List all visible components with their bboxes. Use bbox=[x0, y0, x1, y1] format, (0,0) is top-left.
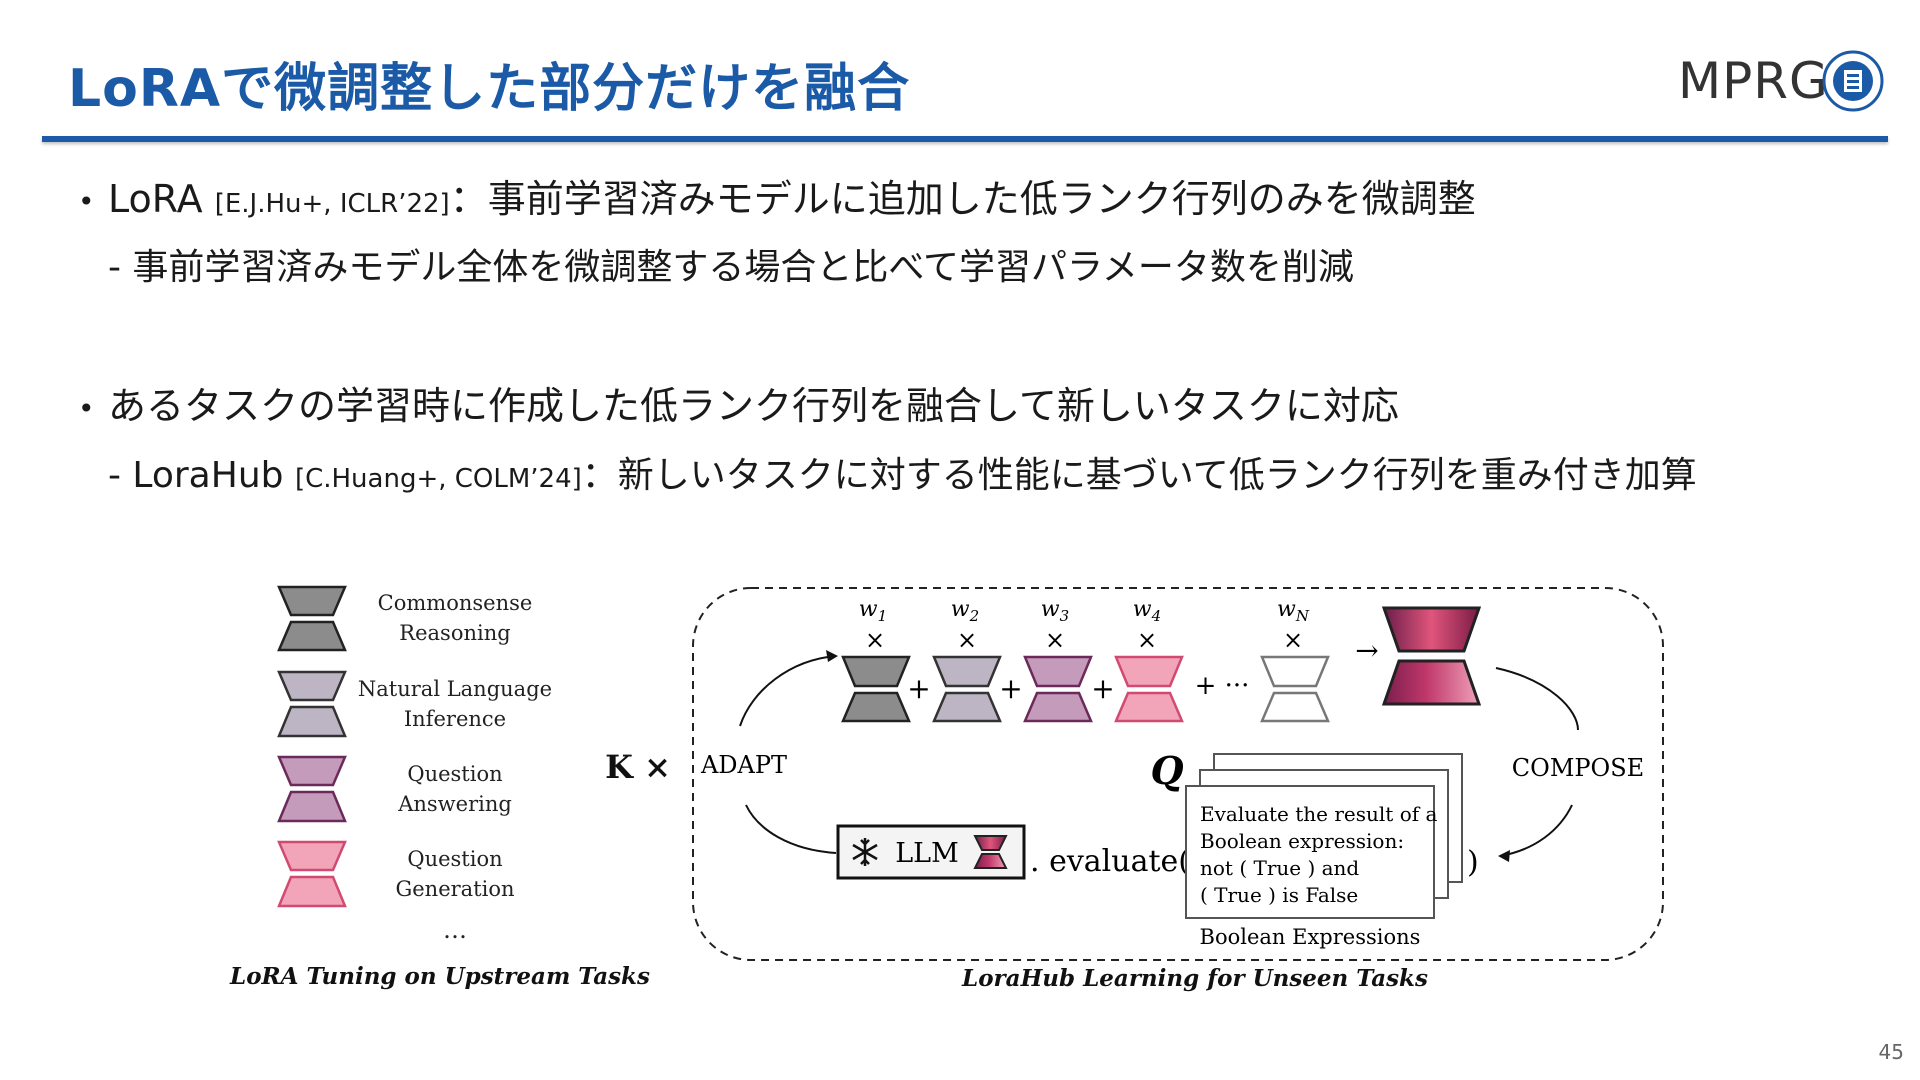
module-N bbox=[1260, 655, 1330, 723]
task-label-nli-1: Natural Language bbox=[358, 677, 552, 701]
task-label-qa-2: Answering bbox=[397, 792, 512, 816]
times-1: × bbox=[865, 626, 885, 654]
composed-module bbox=[1381, 606, 1482, 706]
title-underline bbox=[42, 136, 1888, 142]
compose-arrow: → bbox=[1355, 634, 1378, 667]
weight-w1: w1 bbox=[859, 597, 887, 625]
module-row: + + + + ··· → bbox=[841, 606, 1482, 723]
module-1 bbox=[841, 655, 911, 723]
times-N: × bbox=[1283, 626, 1303, 654]
module-2 bbox=[932, 655, 1002, 723]
card-line-3: not ( True ) and bbox=[1200, 856, 1359, 880]
weight-w4: w4 bbox=[1133, 597, 1161, 625]
k-times-label: K × bbox=[605, 748, 671, 786]
bullet-2-sub: - LoraHub [C.Huang+, COLM’24]：新しいタスクに対する… bbox=[108, 455, 1697, 496]
right-caption: LoraHub Learning for Unseen Tasks bbox=[961, 965, 1428, 992]
unseen-tasks-box bbox=[692, 587, 1664, 961]
module-4 bbox=[1114, 655, 1184, 723]
compose-arrow-right bbox=[1495, 667, 1579, 731]
times-2: × bbox=[957, 626, 977, 654]
times-4: × bbox=[1137, 626, 1157, 654]
task-module-commonsense bbox=[277, 585, 347, 652]
compose-label: COMPOSE bbox=[1512, 754, 1644, 782]
card-caption: Boolean Expressions bbox=[1200, 925, 1421, 949]
compose-arrow-back bbox=[1499, 804, 1573, 857]
task-module-nli bbox=[277, 670, 347, 738]
task-label-commonsense-1: Commonsense bbox=[378, 591, 533, 615]
plus-dots: + ··· bbox=[1195, 671, 1250, 701]
page-number: 45 bbox=[1878, 1040, 1904, 1064]
weight-wN: wN bbox=[1277, 597, 1310, 625]
citation-hu: [E.J.Hu+, ICLR’22] bbox=[214, 189, 450, 219]
bullet-1: •LoRA [E.J.Hu+, ICLR’22]：事前学習済みモデルに追加した低… bbox=[78, 177, 1476, 221]
task-label-nli-2: Inference bbox=[404, 707, 506, 731]
task-label-qa-1: Question bbox=[407, 762, 502, 786]
mini-lora-icon bbox=[973, 835, 1008, 869]
evaluate-text: . evaluate( bbox=[1030, 844, 1190, 879]
snowflake-icon bbox=[852, 838, 878, 866]
plus-2: + bbox=[999, 672, 1022, 705]
weights-row: w1 w2 w3 w4 wN × × × × × bbox=[859, 597, 1310, 654]
card-line-4: ( True ) is False bbox=[1200, 883, 1358, 907]
q-label: Q bbox=[1150, 748, 1183, 793]
close-paren: ) bbox=[1467, 845, 1479, 880]
task-module-qa bbox=[277, 755, 347, 823]
weight-w2: w2 bbox=[951, 597, 979, 625]
example-cards: Evaluate the result of a Boolean express… bbox=[1185, 753, 1463, 919]
plus-1: + bbox=[907, 672, 930, 705]
bullet-2: •あるタスクの学習時に作成した低ランク行列を融合して新しいタスクに対応 bbox=[78, 384, 1399, 428]
weight-w3: w3 bbox=[1041, 597, 1069, 625]
task-label-qg-1: Question bbox=[407, 847, 502, 871]
adapt-arrow-head bbox=[826, 650, 838, 662]
upstream-tasks: Commonsense Reasoning Natural Language I… bbox=[229, 585, 650, 990]
adapt-label: ADAPT bbox=[700, 751, 787, 779]
llm-box: LLM bbox=[836, 824, 1026, 880]
task-module-qg bbox=[277, 840, 347, 908]
card-line-1: Evaluate the result of a bbox=[1200, 802, 1437, 826]
llm-label: LLM bbox=[895, 838, 959, 869]
plus-3: + bbox=[1091, 672, 1114, 705]
left-caption: LoRA Tuning on Upstream Tasks bbox=[229, 963, 650, 990]
adapt-arrow-down bbox=[745, 804, 837, 854]
module-3 bbox=[1023, 655, 1093, 723]
card-line-2: Boolean expression: bbox=[1200, 829, 1404, 853]
task-label-commonsense-2: Reasoning bbox=[399, 621, 510, 645]
task-label-qg-2: Generation bbox=[395, 877, 514, 901]
citation-huang: [C.Huang+, COLM’24] bbox=[294, 464, 582, 494]
mprg-logo: MPRG bbox=[1678, 48, 1884, 118]
task-ellipsis: … bbox=[443, 916, 467, 944]
compose-arrow-head bbox=[1498, 850, 1510, 862]
adapt-arrow-up bbox=[739, 655, 837, 727]
slide-title: LoRAで微調整した部分だけを融合 bbox=[68, 59, 911, 119]
bullet-1-sub: - 事前学習済みモデル全体を微調整する場合と比べて学習パラメータ数を削減 bbox=[108, 247, 1354, 288]
times-3: × bbox=[1045, 626, 1065, 654]
logo-text: MPRG bbox=[1678, 52, 1829, 110]
university-seal-icon bbox=[1822, 50, 1884, 112]
